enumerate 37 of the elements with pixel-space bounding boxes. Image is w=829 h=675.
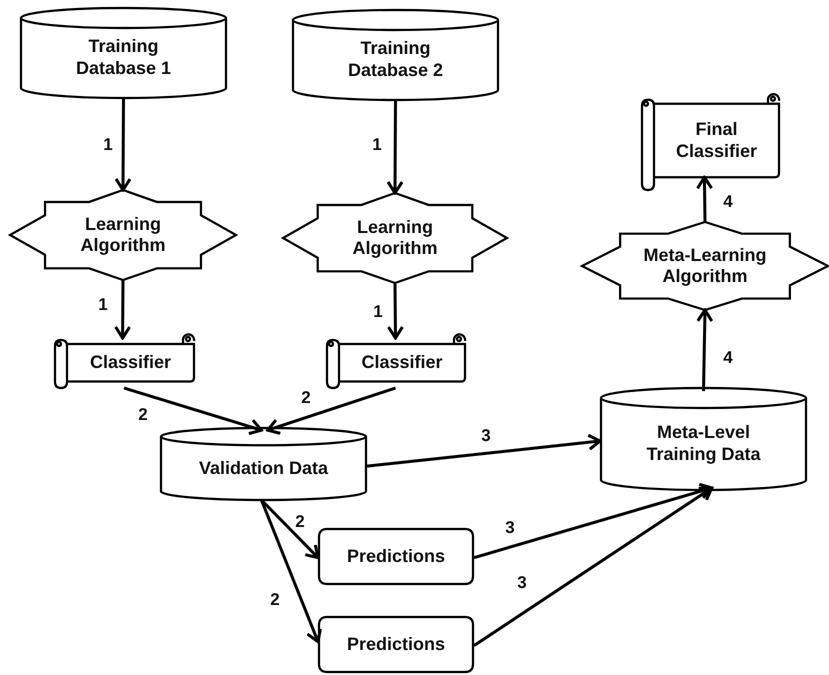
node-label: Training Database 1 xyxy=(74,36,172,80)
arrow xyxy=(366,434,602,468)
node-label: Classifier xyxy=(361,352,443,374)
node-label: Learning Algorithm xyxy=(351,216,438,260)
arrow xyxy=(266,386,396,435)
step-number: 1 xyxy=(98,295,108,315)
arrow xyxy=(114,98,132,192)
step-number: 1 xyxy=(373,302,383,322)
step-number: 1 xyxy=(372,135,382,155)
arrow xyxy=(696,308,714,392)
node-label: Predictions xyxy=(346,546,446,568)
step-number: 2 xyxy=(301,388,311,408)
step-number: 3 xyxy=(517,573,527,593)
arrow xyxy=(696,176,714,222)
node-label: Training Database 2 xyxy=(346,38,444,82)
node-label: Validation Data xyxy=(198,458,328,480)
step-number: 2 xyxy=(295,512,305,532)
node-label: Learning Algorithm xyxy=(79,214,166,257)
step-number: 3 xyxy=(505,518,515,538)
step-number: 2 xyxy=(138,405,148,425)
node-label: Meta-Learning Algorithm xyxy=(642,244,768,288)
step-number: 4 xyxy=(723,348,733,368)
arrow xyxy=(386,282,404,340)
arrow xyxy=(386,100,404,194)
step-number: 3 xyxy=(481,426,491,446)
step-number: 2 xyxy=(270,590,280,610)
node-label: Meta-Level Training Data xyxy=(645,422,762,466)
step-number: 1 xyxy=(103,135,113,155)
arrow xyxy=(124,386,263,436)
node-label: Classifier xyxy=(90,352,172,374)
arrow xyxy=(474,482,714,560)
arrow xyxy=(260,499,322,644)
arrow xyxy=(114,280,132,340)
arrow xyxy=(473,486,714,647)
node-label: Final Classifier xyxy=(674,118,758,162)
node-label: Predictions xyxy=(346,634,446,656)
step-number: 4 xyxy=(723,192,733,212)
